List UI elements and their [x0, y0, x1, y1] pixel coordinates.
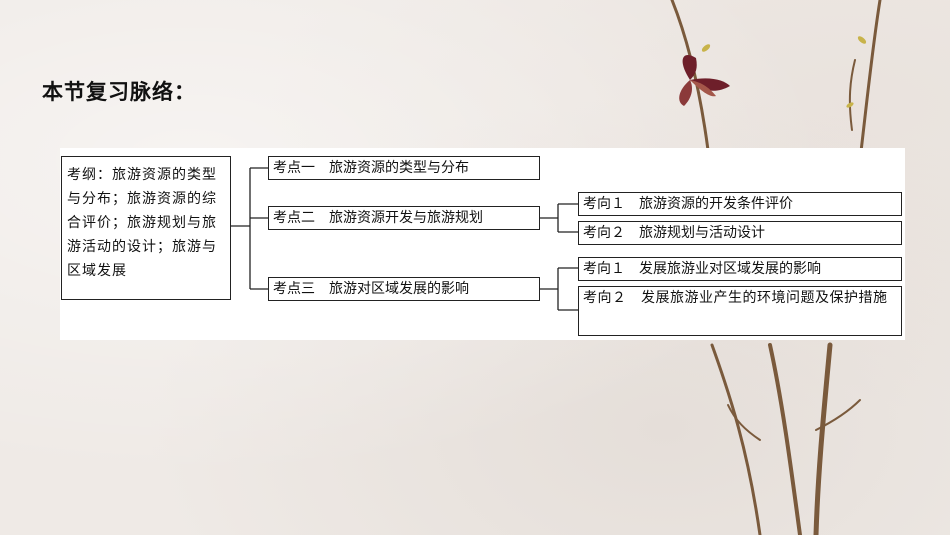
point-1-box: 考点一 旅游资源的类型与分布 — [268, 156, 540, 180]
syllabus-root-box: 考纲：旅游资源的类型与分布；旅游资源的综合评价；旅游规划与旅游活动的设计；旅游与… — [61, 156, 231, 300]
direction-3-1-box: 考向１ 发展旅游业对区域发展的影响 — [578, 257, 902, 281]
butterfly-icon — [679, 54, 730, 106]
point-2-box: 考点二 旅游资源开发与旅游规划 — [268, 206, 540, 230]
page-title: 本节复习脉络： — [42, 80, 196, 104]
direction-2-1-box: 考向１ 旅游资源的开发条件评价 — [578, 192, 902, 216]
direction-2-2-box: 考向２ 旅游规划与活动设计 — [578, 221, 902, 245]
direction-3-2-box: 考向２ 发展旅游业产生的环境问题及保护措施 — [578, 286, 902, 336]
point-3-box: 考点三 旅游对区域发展的影响 — [268, 277, 540, 301]
